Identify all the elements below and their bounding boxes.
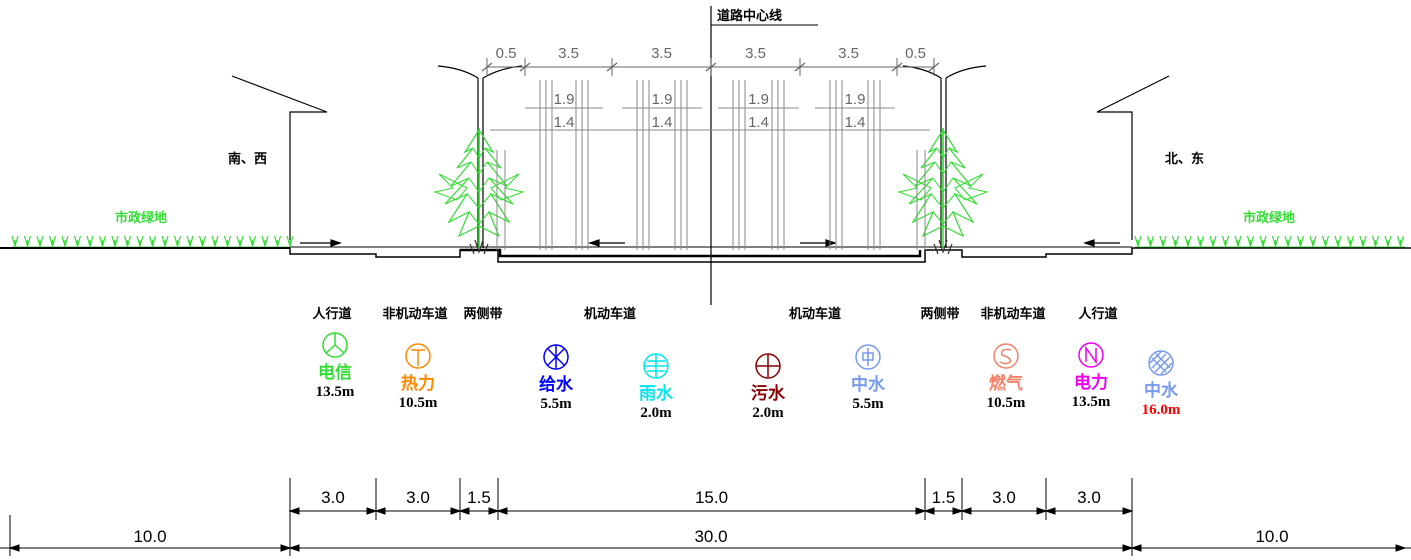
lane-label: 人行道 <box>312 306 351 321</box>
utility-name: 中水 <box>1144 380 1179 400</box>
bottom-dim-upper: 3.0 <box>321 488 345 507</box>
inner-dim-lower: 1.4 <box>845 114 866 131</box>
utility-name: 中水 <box>851 374 886 394</box>
bottom-dim-lower: 10.0 <box>133 527 166 546</box>
lane-label: 两侧带 <box>463 306 502 321</box>
inner-dim-lower: 1.4 <box>748 114 769 131</box>
bottom-dim-upper: 15.0 <box>695 488 728 507</box>
utility-legend: 电信 13.5m 热力 10.5m 给水 5.5m 雨水 2.0m 污水 2.0m 中水 5.5m 燃气… <box>316 332 1181 421</box>
bottom-dim-upper: 1.5 <box>467 488 491 507</box>
utility-depth: 2.0m <box>640 405 672 421</box>
lane-label: 两侧带 <box>920 306 959 321</box>
top-dim-label: 0.5 <box>496 45 517 62</box>
reclaimed-icon <box>855 344 881 370</box>
side-label-left: 南、西 <box>228 151 267 166</box>
lane-marking-lines <box>490 80 930 250</box>
utility-depth: 5.5m <box>540 396 572 412</box>
building-right <box>1096 75 1170 240</box>
utility-name: 电力 <box>1074 372 1108 392</box>
utility-depth: 10.5m <box>399 395 438 411</box>
reclaimed-hatched-icon <box>1148 350 1174 376</box>
bottom-dim-upper: 3.0 <box>1077 488 1101 507</box>
utility-7: 燃气 10.5m <box>987 343 1026 411</box>
power-icon <box>1078 342 1104 368</box>
bottom-dim-lower: 30.0 <box>694 527 727 546</box>
inner-dim-upper: 1.9 <box>748 91 769 108</box>
utility-name: 燃气 <box>989 373 1023 393</box>
drainage-arrows <box>300 239 1120 247</box>
utility-name: 雨水 <box>639 383 674 403</box>
green-label-right: 市政绿地 <box>1243 210 1295 225</box>
grass-strip-right <box>1134 235 1405 249</box>
utility-4: 雨水 2.0m <box>639 353 674 421</box>
building-left <box>231 75 328 240</box>
utility-6: 中水 5.5m <box>851 344 886 412</box>
utility-depth: 16.0m <box>1142 402 1181 418</box>
top-dim-label: 3.5 <box>651 45 672 62</box>
utility-3: 给水 5.5m <box>539 344 574 412</box>
gas-icon <box>993 343 1019 369</box>
bottom-dim-upper: 3.0 <box>406 488 430 507</box>
utility-depth: 13.5m <box>1072 394 1111 410</box>
water-supply-icon <box>543 344 569 370</box>
lane-label: 机动车道 <box>789 306 841 321</box>
sewage-icon <box>755 353 781 379</box>
centerline-label: 道路中心线 <box>717 8 782 23</box>
lane-label: 机动车道 <box>584 306 636 321</box>
bottom-dim-lower: 10.0 <box>1255 527 1288 546</box>
top-dim-label: 3.5 <box>745 45 766 62</box>
rain-icon <box>643 353 669 379</box>
inner-dim-upper: 1.9 <box>554 91 575 108</box>
utility-name: 电信 <box>318 362 352 382</box>
inner-dim-lower: 1.4 <box>652 114 673 131</box>
utility-9: 中水 16.0m <box>1142 350 1181 418</box>
inner-dim-upper: 1.9 <box>845 91 866 108</box>
utility-2: 热力 10.5m <box>399 343 438 411</box>
inner-dim-lower: 1.4 <box>554 114 575 131</box>
heat-icon <box>405 343 431 369</box>
bottom-dim-upper: 3.0 <box>992 488 1016 507</box>
grass-strip-left <box>11 235 294 249</box>
top-dim-label: 0.5 <box>905 45 926 62</box>
lane-label: 非机动车道 <box>382 306 447 321</box>
inner-dimension-labels: 1.9 1.4 1.9 1.4 1.9 1.4 1.9 1.4 <box>554 91 866 131</box>
inner-dim-upper: 1.9 <box>652 91 673 108</box>
tree-right <box>898 127 988 255</box>
lane-labels: 人行道 非机动车道 两侧带 机动车道 机动车道 两侧带 非机动车道 人行道 <box>312 306 1117 321</box>
utility-depth: 5.5m <box>852 396 884 412</box>
top-dim-label: 3.5 <box>558 45 579 62</box>
utility-5: 污水 2.0m <box>751 353 786 421</box>
road-surface-profile <box>0 246 1411 263</box>
top-dimension-chain <box>481 58 940 76</box>
utility-8: 电力 13.5m <box>1072 342 1111 410</box>
utility-1: 电信 13.5m <box>316 332 355 400</box>
bottom-dimension-chain <box>0 478 1411 556</box>
top-dim-label: 3.5 <box>838 45 859 62</box>
utility-depth: 2.0m <box>752 405 784 421</box>
utility-name: 污水 <box>751 383 786 403</box>
utility-name: 热力 <box>401 373 435 393</box>
utility-name: 给水 <box>539 374 574 394</box>
side-label-right: 北、东 <box>1165 151 1204 166</box>
telecom-icon <box>322 332 348 358</box>
green-label-left: 市政绿地 <box>115 210 167 225</box>
utility-depth: 13.5m <box>316 384 355 400</box>
lane-label: 人行道 <box>1078 306 1117 321</box>
bottom-dim-upper: 1.5 <box>932 488 956 507</box>
tree-left <box>434 127 524 255</box>
lane-label: 非机动车道 <box>980 306 1045 321</box>
utility-depth: 10.5m <box>987 395 1026 411</box>
